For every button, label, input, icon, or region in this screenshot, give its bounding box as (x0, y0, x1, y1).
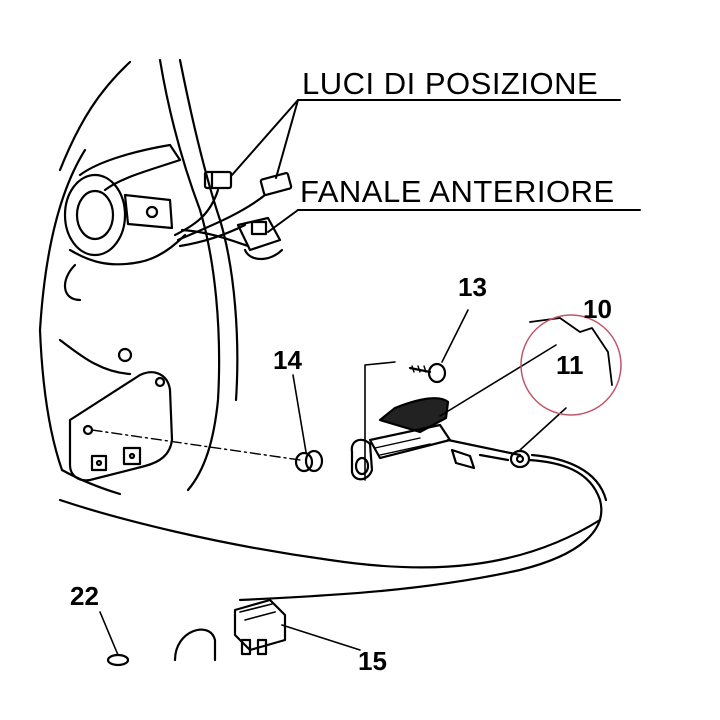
part-15-relay (233, 598, 361, 656)
switch-assembly (350, 361, 452, 481)
callout-13: 13 (458, 272, 487, 302)
part-14-grommet (292, 374, 324, 473)
highlight-circle (520, 314, 622, 416)
label-headlight: FANALE ANTERIORE (300, 174, 615, 209)
mounting-bracket (58, 338, 174, 482)
leader-lines-top (231, 99, 641, 233)
wire-harness-top (173, 188, 267, 248)
front-shield-outline (38, 58, 602, 569)
assembly-axis-line (91, 429, 301, 461)
part-13-screw (408, 309, 469, 384)
bottom-knob (173, 628, 217, 662)
part-22-bolt (99, 611, 130, 667)
callout-22: 22 (70, 581, 99, 611)
headlight-connector (236, 216, 284, 261)
callout-10: 10 (583, 294, 612, 324)
position-light-connector-left (203, 170, 233, 190)
part-10-cable (529, 317, 613, 386)
handlebar-switch-assembly (63, 143, 187, 302)
label-position-lights: LUCI DI POSIZIONE (302, 66, 599, 101)
position-light-connector-right (259, 171, 293, 197)
callout-15: 15 (358, 646, 387, 676)
switch-wire (238, 344, 608, 602)
callout-11: 11 (556, 350, 584, 380)
callout-14: 14 (273, 345, 302, 375)
